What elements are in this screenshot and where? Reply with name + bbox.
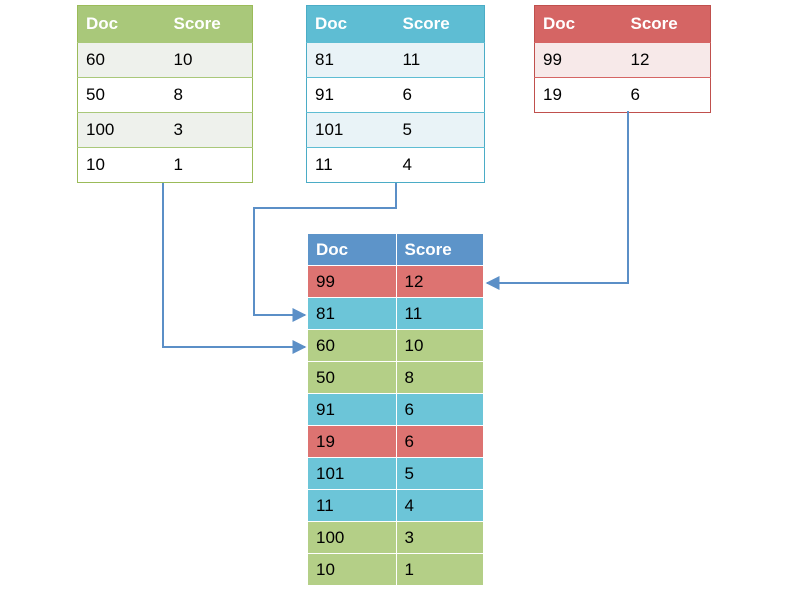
score-cell: 12 [622, 42, 711, 78]
score-cell: 5 [394, 112, 485, 148]
doc-cell: 100 [308, 521, 397, 554]
table-row: 10 1 [77, 147, 253, 183]
doc-cell: 99 [308, 265, 397, 298]
doc-column-header: Doc [534, 5, 623, 43]
doc-cell: 101 [308, 457, 397, 490]
score-cell: 8 [396, 361, 484, 394]
blue-source-table: Doc Score 81 11 91 6 101 5 11 4 [306, 5, 485, 183]
doc-cell: 60 [308, 329, 397, 362]
doc-cell: 10 [308, 553, 397, 585]
score-cell: 3 [396, 521, 484, 554]
table-row: 11 4 [308, 489, 484, 522]
table-row: 50 8 [308, 361, 484, 394]
table-row: 100 3 [308, 521, 484, 554]
doc-cell: 81 [308, 297, 397, 330]
score-cell: 1 [165, 147, 253, 183]
score-cell: 1 [396, 553, 484, 585]
doc-cell: 50 [77, 77, 166, 113]
score-cell: 5 [396, 457, 484, 490]
table-row: 81 11 [306, 42, 485, 78]
table-header-row: Doc Score [308, 234, 484, 266]
doc-cell: 91 [308, 393, 397, 426]
table-row: 91 6 [306, 77, 485, 113]
red-source-table: Doc Score 99 12 19 6 [534, 5, 711, 113]
score-cell: 6 [394, 77, 485, 113]
doc-cell: 11 [308, 489, 397, 522]
score-cell: 4 [394, 147, 485, 183]
table-row: 10 1 [308, 553, 484, 585]
doc-column-header: Doc [77, 5, 166, 43]
doc-cell: 101 [306, 112, 395, 148]
table-header-row: Doc Score [77, 5, 253, 43]
doc-cell: 91 [306, 77, 395, 113]
score-column-header: Score [165, 5, 253, 43]
table-row: 60 10 [308, 329, 484, 362]
table-header-row: Doc Score [306, 5, 485, 43]
table-row: 99 12 [534, 42, 711, 78]
table-row: 100 3 [77, 112, 253, 148]
score-cell: 11 [396, 297, 484, 330]
score-column-header: Score [396, 234, 484, 266]
score-column-header: Score [394, 5, 485, 43]
score-cell: 6 [622, 77, 711, 113]
score-cell: 10 [165, 42, 253, 78]
doc-cell: 19 [308, 425, 397, 458]
green-to-merged-arrow [162, 183, 307, 354]
table-row: 19 6 [534, 77, 711, 113]
score-cell: 3 [165, 112, 253, 148]
blue-to-merged-arrow [253, 183, 397, 322]
doc-column-header: Doc [308, 234, 397, 266]
score-cell: 4 [396, 489, 484, 522]
doc-cell: 50 [308, 361, 397, 394]
score-cell: 8 [165, 77, 253, 113]
doc-cell: 100 [77, 112, 166, 148]
table-row: 99 12 [308, 265, 484, 298]
score-cell: 12 [396, 265, 484, 298]
table-row: 81 11 [308, 297, 484, 330]
score-column-header: Score [622, 5, 711, 43]
doc-cell: 99 [534, 42, 623, 78]
doc-cell: 60 [77, 42, 166, 78]
doc-cell: 11 [306, 147, 395, 183]
table-row: 91 6 [308, 393, 484, 426]
red-to-merged-arrow [485, 111, 629, 290]
table-header-row: Doc Score [534, 5, 711, 43]
table-row: 101 5 [308, 457, 484, 490]
score-cell: 6 [396, 393, 484, 426]
doc-cell: 81 [306, 42, 395, 78]
doc-cell: 19 [534, 77, 623, 113]
table-row: 19 6 [308, 425, 484, 458]
merged-result-table: Doc Score 99 12 81 11 60 10 50 8 91 6 19… [308, 234, 484, 585]
table-row: 60 10 [77, 42, 253, 78]
doc-cell: 10 [77, 147, 166, 183]
score-cell: 6 [396, 425, 484, 458]
green-source-table: Doc Score 60 10 50 8 100 3 10 1 [77, 5, 253, 183]
table-row: 50 8 [77, 77, 253, 113]
table-row: 11 4 [306, 147, 485, 183]
doc-column-header: Doc [306, 5, 395, 43]
table-row: 101 5 [306, 112, 485, 148]
score-cell: 11 [394, 42, 485, 78]
score-cell: 10 [396, 329, 484, 362]
